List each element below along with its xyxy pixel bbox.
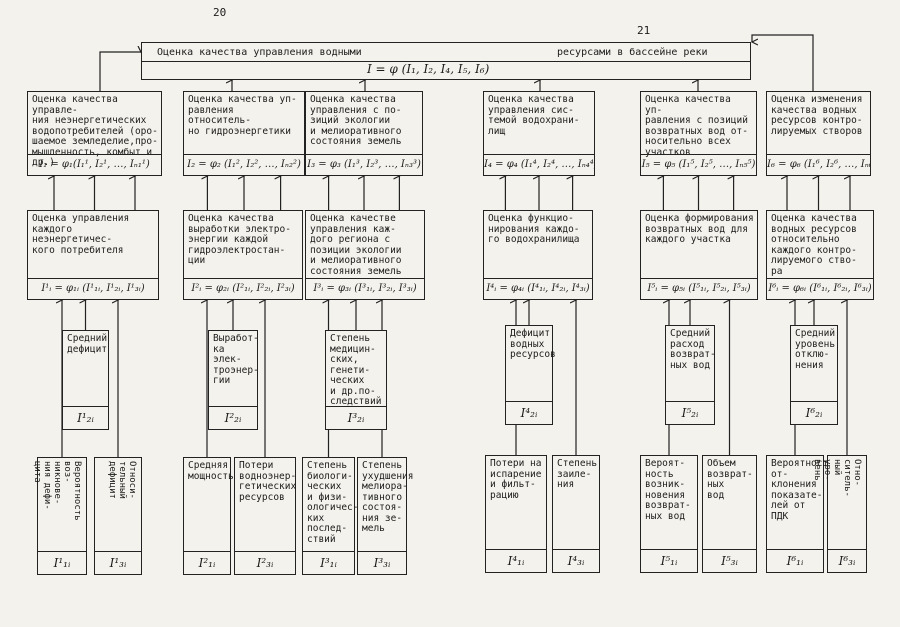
level4-index: I¹₃ᵢ bbox=[95, 551, 141, 574]
level1-box-4: Оценка качества управления сис- темой во… bbox=[483, 91, 595, 176]
top-title-right: ресурсами в бассейне реки bbox=[557, 47, 708, 58]
top-title-left: Оценка качества управления водными bbox=[157, 47, 362, 58]
level4-label: Относи- тельный дефицит bbox=[107, 461, 137, 499]
level1-box-5: Оценка качества уп- равления с позиций в… bbox=[640, 91, 757, 176]
level4-label: Степень ухудшения мелиора- тивного состо… bbox=[362, 460, 414, 534]
connector-l1-1-top bbox=[99, 52, 141, 91]
level4-index: I¹₁ᵢ bbox=[38, 551, 86, 574]
connector-l1-6-top bbox=[752, 34, 814, 91]
level4-label: Вероят- ность возник- новения возврат- н… bbox=[645, 458, 691, 522]
level3-index: I³₂ᵢ bbox=[326, 406, 386, 429]
level2-box-4: Оценка функцио- нирования каждо- го водо… bbox=[483, 210, 593, 300]
level4-box-9: Вероят- ность возник- новения возврат- н… bbox=[640, 455, 698, 573]
level2-formula: I²ᵢ = φ₂ᵢ (I²₁ᵢ, I²₂ᵢ, I²₃ᵢ) bbox=[184, 278, 302, 299]
level1-box-2: Оценка качества уп- равления относитель-… bbox=[183, 91, 305, 176]
level4-index: I⁴₃ᵢ bbox=[553, 549, 599, 572]
level4-index: I²₃ᵢ bbox=[235, 551, 295, 574]
level4-box-6: Степень ухудшения мелиора- тивного состо… bbox=[357, 457, 414, 575]
page-number-left: 20 bbox=[213, 6, 227, 19]
level3-label: Выработ- ка элек- троэнер- гии bbox=[213, 333, 259, 386]
level1-box-6: Оценка изменения качества водных ресурсо… bbox=[766, 91, 871, 176]
top-quality-box: Оценка качества управления водными ресур… bbox=[141, 42, 751, 80]
level4-label: Потери водноэнер- гетических ресурсов bbox=[239, 460, 297, 503]
level2-box-6: Оценка качества водных ресурсов относите… bbox=[766, 210, 874, 300]
level2-label: Оценка управления каждого неэнергетичес-… bbox=[32, 213, 130, 256]
level4-index: I⁴₁ᵢ bbox=[486, 549, 546, 572]
level4-index: I³₃ᵢ bbox=[358, 551, 406, 574]
level3-index: I¹₂ᵢ bbox=[63, 406, 108, 429]
level4-box-1: Вероятность воз- никнове- ния дефи- цита… bbox=[32, 457, 87, 575]
level4-label: Степень заиле- ния bbox=[557, 458, 598, 490]
level4-index: I²₁ᵢ bbox=[184, 551, 230, 574]
page-number-right: 21 bbox=[637, 24, 651, 37]
level4-index: I⁵₁ᵢ bbox=[641, 549, 697, 572]
level1-formula: I₆ = φ₆ (I₁⁶, I₂⁶, …, Iₙ₆⁶) bbox=[767, 154, 870, 175]
level2-label: Оценка качества выработки электро- энерг… bbox=[188, 213, 291, 266]
level2-box-2: Оценка качества выработки электро- энерг… bbox=[183, 210, 303, 300]
level3-index: I²₂ᵢ bbox=[209, 406, 257, 429]
level2-label: Оценка качества водных ресурсов относите… bbox=[771, 213, 857, 277]
level2-box-3: Оценка качестве управления каж- дого рег… bbox=[305, 210, 425, 300]
level4-box-11: Вероятность от- клонения показате- лей о… bbox=[766, 455, 834, 573]
level4-label: Вероятность воз- никнове- ния дефи- цита bbox=[32, 461, 82, 521]
level1-label: Оценка качества управления сис- темой во… bbox=[488, 94, 580, 137]
level4-label: Вероятность от- клонения показате- лей о… bbox=[771, 458, 834, 522]
top-formula: I = φ (I₁, I₂, I₄, I₅, I₆) bbox=[367, 62, 490, 76]
level4-index: I⁵₃ᵢ bbox=[703, 549, 756, 572]
level4-label: Отно- ситель- ный уро- вень bbox=[812, 459, 862, 497]
level3-label: Средний уровень отклю- нения bbox=[795, 328, 836, 371]
level1-label: Оценка качества уп- равления с позиций в… bbox=[645, 94, 748, 158]
level1-label: Оценка качества управления с по- зиций э… bbox=[310, 94, 402, 147]
level2-formula: I³ᵢ = φ₃ᵢ (I³₁ᵢ, I³₂ᵢ, I³₃ᵢ) bbox=[306, 278, 424, 299]
level2-label: Оценка функцио- нирования каждо- го водо… bbox=[488, 213, 580, 245]
level1-label: Оценка качества управле- ния неэнергетич… bbox=[32, 94, 158, 168]
level2-formula: I⁴ᵢ = φ₄ᵢ (I⁴₁ᵢ, I⁴₂ᵢ, I⁴₃ᵢ) bbox=[484, 278, 592, 299]
level2-label: Оценка качестве управления каж- дого рег… bbox=[310, 213, 402, 277]
level2-box-5: Оценка формирования возвратных вод для к… bbox=[640, 210, 758, 300]
level1-label: Оценка изменения качества водных ресурсо… bbox=[771, 94, 863, 137]
level2-box-1: Оценка управления каждого неэнергетичес-… bbox=[27, 210, 159, 300]
level4-label: Средняя мощность bbox=[188, 460, 234, 482]
level1-box-1: Оценка качества управле- ния неэнергетич… bbox=[27, 91, 162, 176]
level4-index: I⁶₁ᵢ bbox=[767, 549, 823, 572]
level3-index: I⁶₂ᵢ bbox=[791, 401, 837, 424]
level4-index: I³₁ᵢ bbox=[303, 551, 354, 574]
level2-formula: I¹ᵢ = φ₁ᵢ (I¹₁ᵢ, I¹₂ᵢ, I¹₃ᵢ) bbox=[28, 278, 158, 299]
level4-box-5: Степень биологи- ческих и физи- ологичес… bbox=[302, 457, 359, 575]
level3-index: I⁴₂ᵢ bbox=[506, 401, 552, 424]
level3-label: Дефицит водных ресурсов bbox=[510, 328, 556, 360]
level3-box-3: Степень медицин- ских, генети- ческих и … bbox=[325, 330, 387, 430]
level1-formula: I₁ = φ₁(I₁¹, I₂¹, …, Iₙ₁¹) bbox=[28, 154, 161, 175]
level1-formula: I₅ = φ₅ (I₁⁵, I₂⁵, …, Iₙ₅⁵) bbox=[641, 154, 756, 175]
level3-label: Средний дефицит bbox=[67, 333, 108, 355]
level1-formula: I₄ = φ₄ (I₁⁴, I₂⁴, …, Iₙ₄⁴) bbox=[484, 154, 594, 175]
level2-formula: I⁵ᵢ = φ₅ᵢ (I⁵₁ᵢ, I⁵₂ᵢ, I⁵₃ᵢ) bbox=[641, 278, 757, 299]
level1-box-3: Оценка качества управления с по- зиций э… bbox=[305, 91, 423, 176]
level1-formula: I₂ = φ₂ (I₁², I₂², …, Iₙ₂²) bbox=[184, 154, 304, 175]
level3-index: I⁵₂ᵢ bbox=[666, 401, 714, 424]
level1-label: Оценка качества уп- равления относитель-… bbox=[188, 94, 297, 137]
level4-label: Степень биологи- ческих и физи- ологичес… bbox=[307, 460, 359, 545]
level1-formula: I₃ = φ₃ (I₁³, I₂³, …, Iₙ₃³) bbox=[306, 154, 422, 175]
level2-formula: I⁶ᵢ = φ₆ᵢ (I⁶₁ᵢ, I⁶₂ᵢ, I⁶₃ᵢ) bbox=[767, 278, 873, 299]
level4-label: Потери на испарение и фильт- рацию bbox=[490, 458, 542, 501]
level4-label: Объем возврат- ных вод bbox=[707, 458, 753, 501]
level2-label: Оценка формирования возвратных вод для к… bbox=[645, 213, 754, 245]
level3-label: Средний расход возврат- ных вод bbox=[670, 328, 716, 371]
level4-index: I⁶₃ᵢ bbox=[828, 549, 866, 572]
level3-label: Степень медицин- ских, генети- ческих и … bbox=[330, 333, 382, 407]
